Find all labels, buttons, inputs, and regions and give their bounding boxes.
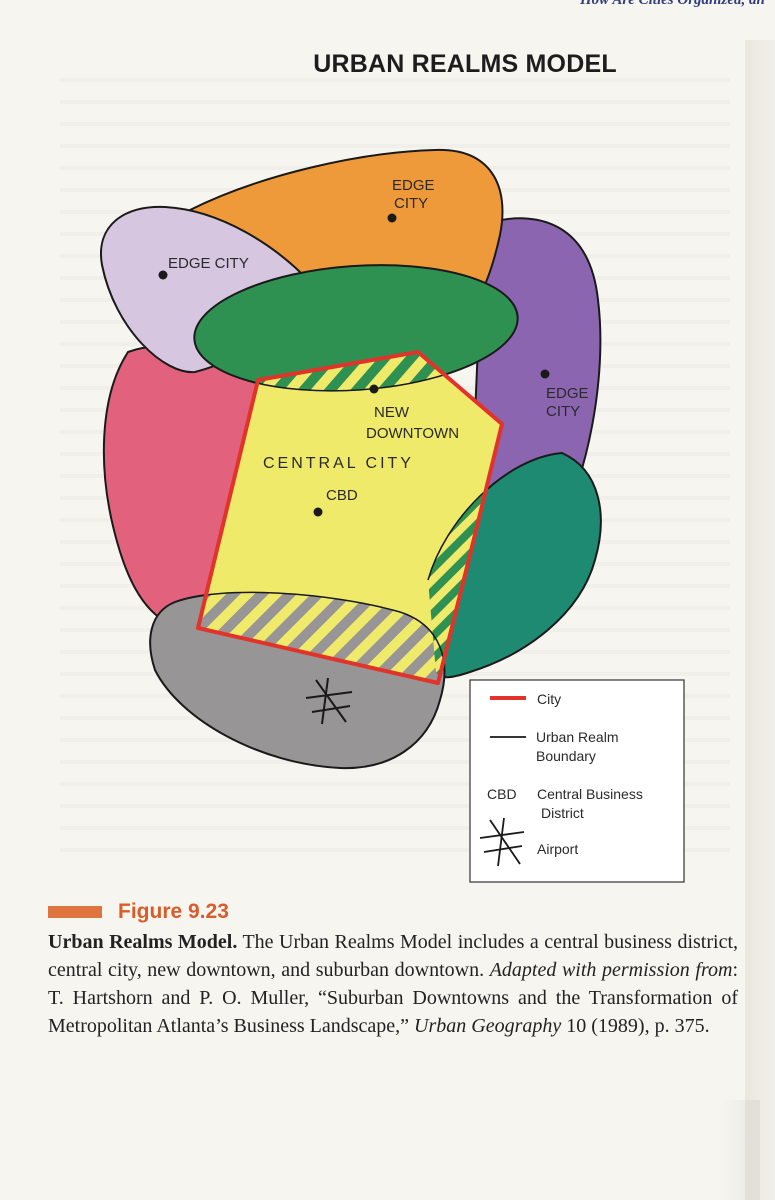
point-marker-icon [540,369,550,379]
point-marker-icon [313,507,323,517]
caption-sentence: The Urban Realms Model includes a centra… [48,931,738,981]
label-edge-city-left: EDGE CITY [168,255,249,272]
legend-airport-icon [479,817,525,867]
figure-label-bar [48,906,102,918]
running-header: How Are Cities Organized, an [580,0,765,8]
caption-title: Urban Realms Model. [48,931,238,953]
city-boundary [196,350,504,685]
caption-journal: Urban Geography [414,1015,562,1037]
point-marker-icon [158,270,168,280]
figure-label: Figure 9.23 [118,900,229,923]
legend-cbd-label: Central Business [537,786,643,802]
label-edge-city-top-2: CITY [394,195,428,212]
legend-boundary-label: Urban Realm [536,729,618,745]
airport-icon [305,677,353,725]
caption-citation-end: 10 (1989), p. 375. [561,1015,710,1037]
label-central-city: CENTRAL CITY [263,455,414,472]
label-new-downtown: NEW [374,404,410,421]
figure-label-row: Figure 9.23 [48,900,738,924]
point-marker-icon [387,213,397,223]
label-cbd: CBD [326,487,358,504]
urban-realms-diagram: EDGE CITY EDGE CITY EDGE CITY NEW DOWNTO… [99,148,685,883]
caption-citation: : T. Hartshorn and P. O. Muller, “Suburb… [48,959,738,1037]
adjacent-page-edge [745,40,775,1200]
label-edge-city-right-2: CITY [546,403,580,420]
page-edge-fade [720,1100,760,1200]
legend: City Urban Realm Boundary CBD Central Bu… [469,679,685,883]
legend-boundary-label-2: Boundary [536,748,596,764]
label-edge-city-top: EDGE [392,177,435,194]
legend-city-label: City [537,691,561,707]
legend-airport-label: Airport [537,841,578,857]
caption-adapted-label: Adapted with permission from [489,959,733,981]
figure-caption: Figure 9.23 Urban Realms Model. The Urba… [48,900,738,1040]
label-new-downtown-2: DOWNTOWN [366,425,459,442]
point-marker-icon [369,384,379,394]
diagram-title: URBAN REALMS MODEL [313,50,617,78]
legend-cbd-abbr: CBD [487,786,517,802]
legend-cbd-label-2: District [541,805,584,821]
caption-text: Urban Realms Model. The Urban Realms Mod… [48,928,738,1040]
label-edge-city-right: EDGE [546,385,589,402]
